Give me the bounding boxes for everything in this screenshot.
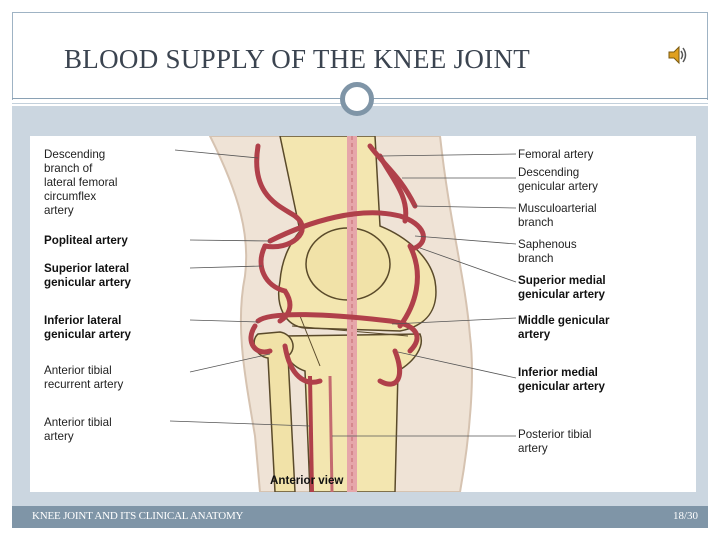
label-middle-genicular-line-1: Middle genicular [518, 314, 610, 327]
svg-text:Inferior lateral genic: Inferior lateral genicular artery [44, 314, 132, 341]
footer-title: KNEE JOINT AND ITS CLINICAL ANATOMY [32, 510, 244, 522]
label-superior-lateral-line-1: Superior lateral [44, 262, 129, 275]
label-inferior-lateral-line-2: genicular artery [44, 328, 132, 341]
label-middle-genicular-line-2: artery [518, 328, 551, 341]
label-anterior-tibial-recurrent-line-2: recurrent artery [44, 378, 123, 391]
label-musculoarterial-line-1: Musculoarterial [518, 202, 597, 215]
label-anterior-tibial-line-1: Anterior tibial [44, 416, 112, 429]
label-popliteal-artery: Popliteal artery [44, 234, 128, 247]
label-inferior-lateral-line-1: Inferior lateral [44, 314, 121, 327]
title-ornament-circle [340, 82, 374, 116]
label-superior-medial-line-1: Superior medial [518, 274, 606, 287]
figure-caption: Anterior view [270, 474, 344, 487]
svg-text:Descending genicular a: Descending genicular artery [518, 166, 598, 193]
svg-text:Middle genicular arter: Middle genicular artery [518, 314, 613, 341]
label-descending-branch-line-3: lateral femoral [44, 176, 117, 189]
label-anterior-tibial-recurrent-line-1: Anterior tibial [44, 364, 112, 377]
svg-text:Superior medial genicu: Superior medial genicular artery [518, 274, 609, 301]
title-frame [12, 12, 708, 100]
label-posterior-tibial-line-1: Posterior tibial [518, 428, 591, 441]
label-descending-branch-line-4: circumflex [44, 190, 96, 203]
label-saphenous-line-2: branch [518, 252, 553, 265]
footer-bar: KNEE JOINT AND ITS CLINICAL ANATOMY 18/3… [12, 506, 708, 528]
slide-title: BLOOD SUPPLY OF THE KNEE JOINT [64, 44, 531, 74]
label-anterior-tibial-line-2: artery [44, 430, 74, 443]
label-inferior-medial-line-2: genicular artery [518, 380, 606, 393]
label-posterior-tibial-line-2: artery [518, 442, 548, 455]
label-descending-branch-line-5: artery [44, 204, 74, 217]
label-superior-lateral-line-2: genicular artery [44, 276, 132, 289]
label-musculoarterial-line-2: branch [518, 216, 553, 229]
svg-text:Posterior tibial arter: Posterior tibial artery [518, 428, 595, 455]
knee-illustration: Descending branch of lateral femoral cir… [30, 135, 696, 493]
svg-text:Superior lateral genic: Superior lateral genicular artery [44, 262, 132, 289]
svg-text:Anterior tibial recurr: Anterior tibial recurrent artery [44, 364, 123, 391]
svg-text:Musculoarterial branch: Musculoarterial branch [518, 202, 600, 229]
label-saphenous-line-1: Saphenous [518, 238, 577, 251]
speaker-icon[interactable] [666, 44, 688, 66]
svg-text:Descending branch of: Descending branch of lateral femoral cir… [44, 148, 121, 217]
svg-text:Inferior medial genicu: Inferior medial genicular artery [518, 366, 606, 393]
label-descending-branch-line-1: Descending [44, 148, 105, 161]
label-femoral-artery: Femoral artery [518, 148, 594, 161]
slide-number: 18/30 [672, 510, 698, 522]
label-descending-branch-line-2: branch of [44, 162, 93, 175]
svg-text:Anterior tibial artery: Anterior tibial artery [44, 416, 115, 443]
svg-text:Saphenous branch: Saphenous branch [518, 238, 580, 265]
label-superior-medial-line-2: genicular artery [518, 288, 606, 301]
label-descending-genicular-line-1: Descending [518, 166, 579, 179]
knee-diagram: Descending branch of lateral femoral cir… [30, 135, 696, 493]
label-inferior-medial-line-1: Inferior medial [518, 366, 598, 379]
label-descending-genicular-line-2: genicular artery [518, 180, 598, 193]
